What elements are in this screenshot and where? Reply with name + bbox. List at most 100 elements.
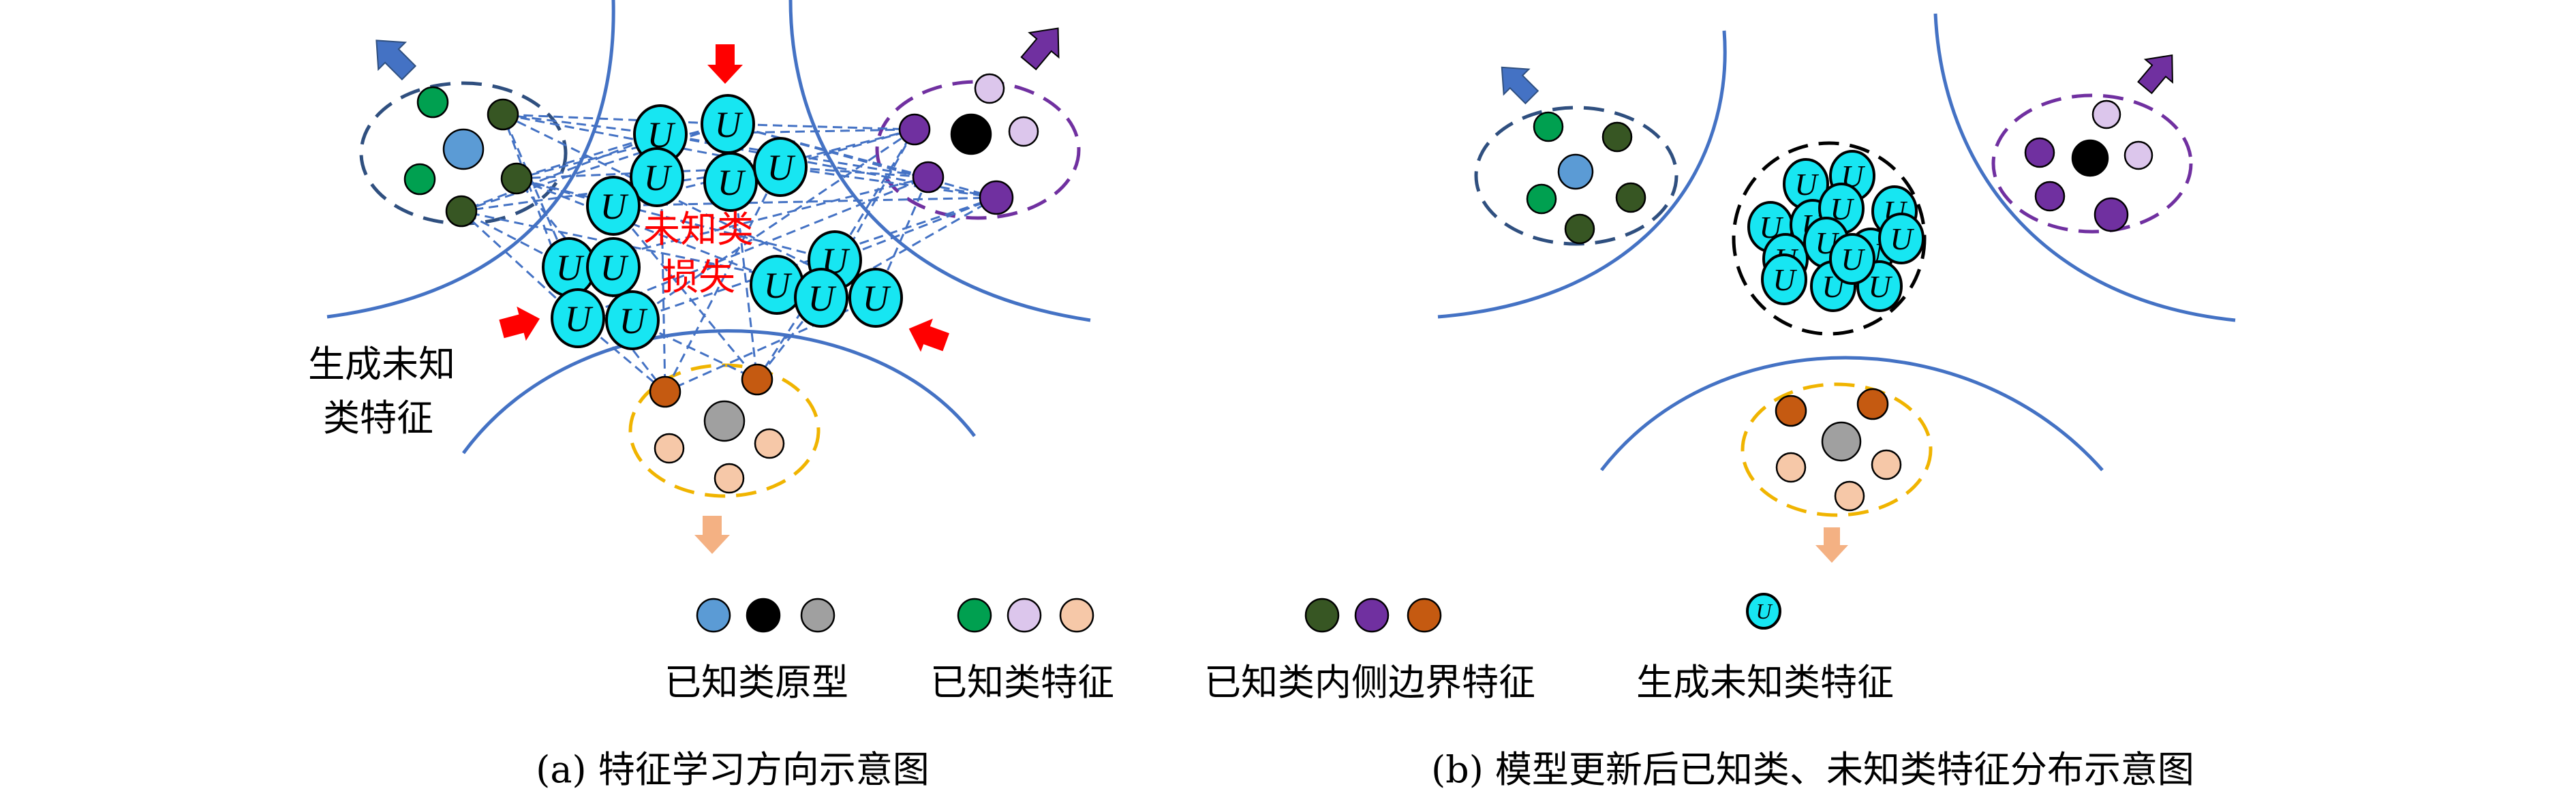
unknown-feature-mark: U: [1878, 213, 1925, 264]
known-feature-lavender: [1008, 116, 1039, 147]
caption-b: (b) 模型更新后已知类、未知类特征分布示意图: [1431, 748, 2194, 791]
arrow-down-red-icon: [707, 44, 743, 84]
legend: U 已知类原型 已知类特征 已知类内侧边界特征 生成未知类特征: [664, 593, 1894, 704]
arrow-down-peach-icon: [1815, 527, 1848, 563]
class-region-purple: [875, 80, 1081, 220]
unknown-feature-symbol: U: [1773, 262, 1797, 297]
unknown-feature-mark: U: [750, 255, 804, 315]
unknown-feature-circle: [630, 147, 684, 207]
boundary-feature-darkgreen: [445, 195, 478, 228]
unknown-feature-mark: U: [1761, 253, 1807, 305]
boundary-curve-bottom: [461, 329, 976, 454]
unknown-feature-symbol: U: [808, 278, 837, 319]
unknown-feature-symbol: U: [644, 157, 673, 198]
unknown-feature-symbol: U: [1794, 167, 1819, 202]
prototype-blue: [442, 128, 485, 170]
unknown-feature-symbol: U: [715, 104, 743, 145]
arrow-left-red-icon: [908, 318, 949, 352]
class-region-gold: [1741, 382, 1933, 517]
legend-prototype-blue: [696, 598, 731, 633]
unknown-feature-circle: [605, 290, 660, 350]
prototype-gray: [1821, 421, 1862, 462]
legend-prototype-gray: [800, 598, 835, 633]
boundary-feature-brown: [741, 363, 773, 396]
known-feature-lavender: [974, 73, 1005, 104]
class-region-purple: [1991, 93, 2193, 234]
unknown-loss-line: [664, 166, 782, 392]
boundary-feature-purple: [912, 161, 945, 194]
unknown-loss-line: [613, 196, 997, 207]
known-feature-peach: [754, 428, 785, 459]
unknown-loss-line: [502, 113, 661, 136]
unknown-feature-circle: [1761, 253, 1807, 305]
legend-boundary-brown: [1407, 598, 1442, 633]
unknown-feature-mark: U: [703, 152, 758, 212]
unknown-feature-mark: U: [1746, 593, 1781, 630]
unknown-feature-circle: [1878, 213, 1925, 264]
boundary-curve-bottom: [1600, 356, 2104, 471]
unknown-loss-line: [460, 210, 579, 320]
boundary-feature-darkgreen: [487, 98, 519, 131]
unknown-loss-line: [780, 166, 929, 179]
boundary-curve-top-right: [788, 0, 1091, 322]
unknown-feature-symbol: U: [1868, 269, 1892, 304]
legend-label-known-feature: 已知类特征: [930, 661, 1114, 704]
arrow-up-right-icon: [1020, 27, 1060, 71]
unknown-feature-circle: [703, 152, 758, 212]
boundary-feature-brown: [1856, 388, 1889, 420]
known-feature-peach: [1775, 452, 1807, 483]
generated-unknown-label-line2: 类特征: [323, 397, 433, 439]
unknown-feature-mark: U: [1783, 158, 1829, 210]
known-feature-peach: [714, 463, 745, 494]
known-feature-green: [416, 86, 449, 119]
unknown-feature-circle: [794, 268, 848, 328]
known-feature-lavender: [2123, 140, 2153, 170]
boundary-curve-top-left: [326, 0, 615, 319]
boundary-feature-brown: [1775, 395, 1807, 427]
unknown-feature-symbol: U: [1890, 221, 1914, 256]
unknown-loss-line: [660, 128, 915, 136]
unknown-feature-circle: [848, 268, 903, 328]
unknown-feature-symbol: U: [600, 186, 629, 227]
unknown-feature-circle: [586, 237, 641, 297]
unknown-loss-label-line2: 损失: [662, 256, 735, 298]
arrow-up-left-icon: [375, 40, 417, 81]
unknown-feature-mark: U: [586, 176, 641, 236]
legend-feature-lavender: [1007, 598, 1042, 633]
unknown-feature-symbol: U: [1841, 242, 1865, 277]
unknown-feature-symbol: U: [718, 162, 746, 203]
unknown-feature-symbol: U: [767, 147, 796, 188]
boundary-feature-brown: [649, 375, 681, 408]
arrow-right-red-icon: [499, 306, 540, 341]
boundary-curve-top-right: [1933, 13, 2236, 322]
boundary-feature-purple: [979, 180, 1014, 215]
generated-unknown-label-line1: 生成未知: [308, 343, 455, 386]
legend-label-generated-unknown: 生成未知类特征: [1636, 661, 1894, 704]
boundary-curve-top-left: [1437, 30, 1727, 319]
unknown-feature-symbol: U: [1755, 599, 1773, 623]
known-feature-peach: [1871, 449, 1902, 480]
arrow-up-right-icon: [2137, 54, 2173, 95]
unknown-loss-line: [780, 166, 997, 199]
legend-feature-green: [957, 598, 992, 633]
unknown-feature-mark: U: [551, 288, 605, 348]
unknown-loss-line: [516, 177, 835, 262]
boundary-feature-purple: [2034, 181, 2066, 212]
unknown-feature-mark: U: [701, 94, 755, 154]
unknown-loss-line: [659, 134, 666, 392]
legend-boundary-darkgreen: [1304, 598, 1340, 633]
legend-prototype-black: [746, 598, 781, 633]
legend-feature-peach: [1059, 598, 1094, 633]
unknown-loss-line: [833, 129, 916, 261]
prototype-black: [2071, 139, 2109, 177]
arrow-up-left-icon: [1501, 66, 1539, 105]
prototype-black: [950, 113, 992, 155]
boundary-feature-purple: [2094, 197, 2129, 232]
unknown-loss-line: [502, 114, 570, 268]
caption-a: (a) 特征学习方向示意图: [536, 748, 930, 791]
